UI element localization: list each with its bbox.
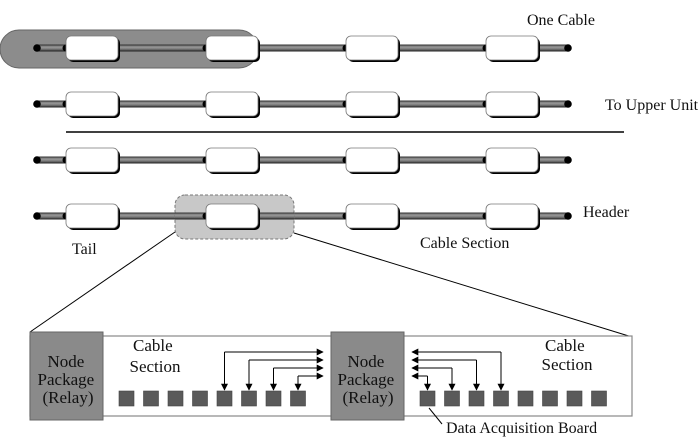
node-body [65, 35, 119, 61]
data-acquisition-board [290, 390, 306, 407]
to-upper-unit-label: To Upper Unit [605, 97, 699, 114]
data-acquisition-board [493, 390, 509, 407]
node-body [485, 35, 539, 61]
node-body [205, 203, 259, 229]
cable-node [345, 35, 400, 62]
cable-end-cap [33, 100, 41, 108]
cable-wire [258, 212, 346, 220]
cable-section-label: Cable Section [420, 235, 509, 252]
cable-wire [538, 44, 568, 52]
data-acquisition-board [542, 390, 558, 407]
cable-wire [175, 212, 206, 220]
cable-wire [118, 100, 206, 108]
cable-node [485, 91, 540, 118]
data-acquisition-board [419, 390, 436, 407]
data-acquisition-board [241, 390, 257, 407]
data-acquisition-board [444, 390, 460, 407]
cable-node [65, 147, 120, 174]
cable-node [345, 203, 400, 230]
cable-wire [258, 44, 346, 52]
cable-node [65, 35, 120, 62]
node-body [345, 35, 399, 61]
node-body [65, 91, 119, 117]
cable-row [33, 35, 572, 62]
node-package-right-label: Node Package (Relay) [338, 352, 399, 407]
cable-end-cap [33, 44, 41, 52]
data-acquisition-board [468, 390, 485, 407]
cable-wire [36, 212, 66, 220]
node-body [345, 203, 399, 229]
cable-wire [258, 100, 346, 108]
cable-wire [36, 44, 66, 52]
cable-node [205, 147, 260, 174]
node-body [205, 147, 259, 173]
cable-wire [258, 212, 294, 220]
node-body [205, 91, 259, 117]
node-body [65, 203, 119, 229]
data-acquisition-board [192, 390, 208, 407]
cable-end-cap [564, 156, 572, 164]
node-body [345, 147, 399, 173]
cable-row [33, 203, 572, 230]
cable-node [205, 91, 260, 118]
cable-wire [118, 44, 206, 52]
cable-end-cap [564, 44, 572, 52]
cable-wire [118, 156, 206, 164]
data-acquisition-board [566, 390, 583, 407]
cable-wire [538, 100, 568, 108]
cable-wire [398, 44, 486, 52]
cable-wire [398, 156, 486, 164]
cable-end-cap [564, 212, 572, 220]
cable-end-cap [33, 212, 41, 220]
right-section-label: Cable Section [542, 336, 593, 374]
data-acquisition-board-label: Data Acquisition Board [446, 420, 597, 437]
node-body [485, 91, 539, 117]
cable-wire [118, 212, 206, 220]
cable-wire [258, 156, 346, 164]
cable-node [345, 91, 400, 118]
cable-wire [36, 100, 66, 108]
zoom-line-right [293, 232, 633, 338]
node-body [65, 147, 119, 173]
header-label: Header [583, 204, 630, 221]
cable-node [65, 91, 120, 118]
left-section-label: Cable Section [130, 336, 181, 376]
cable-node [65, 203, 120, 230]
data-acquisition-board [517, 390, 534, 407]
zoom-line-left [29, 231, 176, 333]
cable-node [485, 203, 540, 230]
cable-node [485, 35, 540, 62]
data-acquisition-board [143, 390, 159, 407]
node-package-right [330, 331, 405, 421]
node-package-left-label: Node Package (Relay) [38, 352, 99, 407]
cable-wire [398, 100, 486, 108]
node-body [345, 91, 399, 117]
cable-node [485, 147, 540, 174]
dab-pointer-line [428, 407, 443, 425]
cable-row [33, 147, 572, 174]
data-acquisition-board [591, 390, 607, 407]
cable-row [33, 91, 572, 118]
one-cable-label: One Cable [527, 12, 595, 29]
node-body [205, 35, 259, 61]
tail-label: Tail [72, 241, 97, 258]
highlighted-cable-node [205, 203, 260, 230]
cable-end-cap [564, 100, 572, 108]
cable-node [345, 147, 400, 174]
data-acquisition-board [216, 390, 233, 407]
cable-wire [36, 156, 66, 164]
data-acquisition-board [167, 390, 184, 407]
data-acquisition-board [265, 390, 282, 407]
cable-wire [398, 212, 486, 220]
node-package-left [29, 331, 104, 421]
cable-wire [538, 212, 568, 220]
node-body [485, 147, 539, 173]
node-body [485, 203, 539, 229]
cable-end-cap [33, 156, 41, 164]
cable-node [205, 35, 260, 62]
data-acquisition-board [118, 390, 135, 407]
cable-wire [538, 156, 568, 164]
